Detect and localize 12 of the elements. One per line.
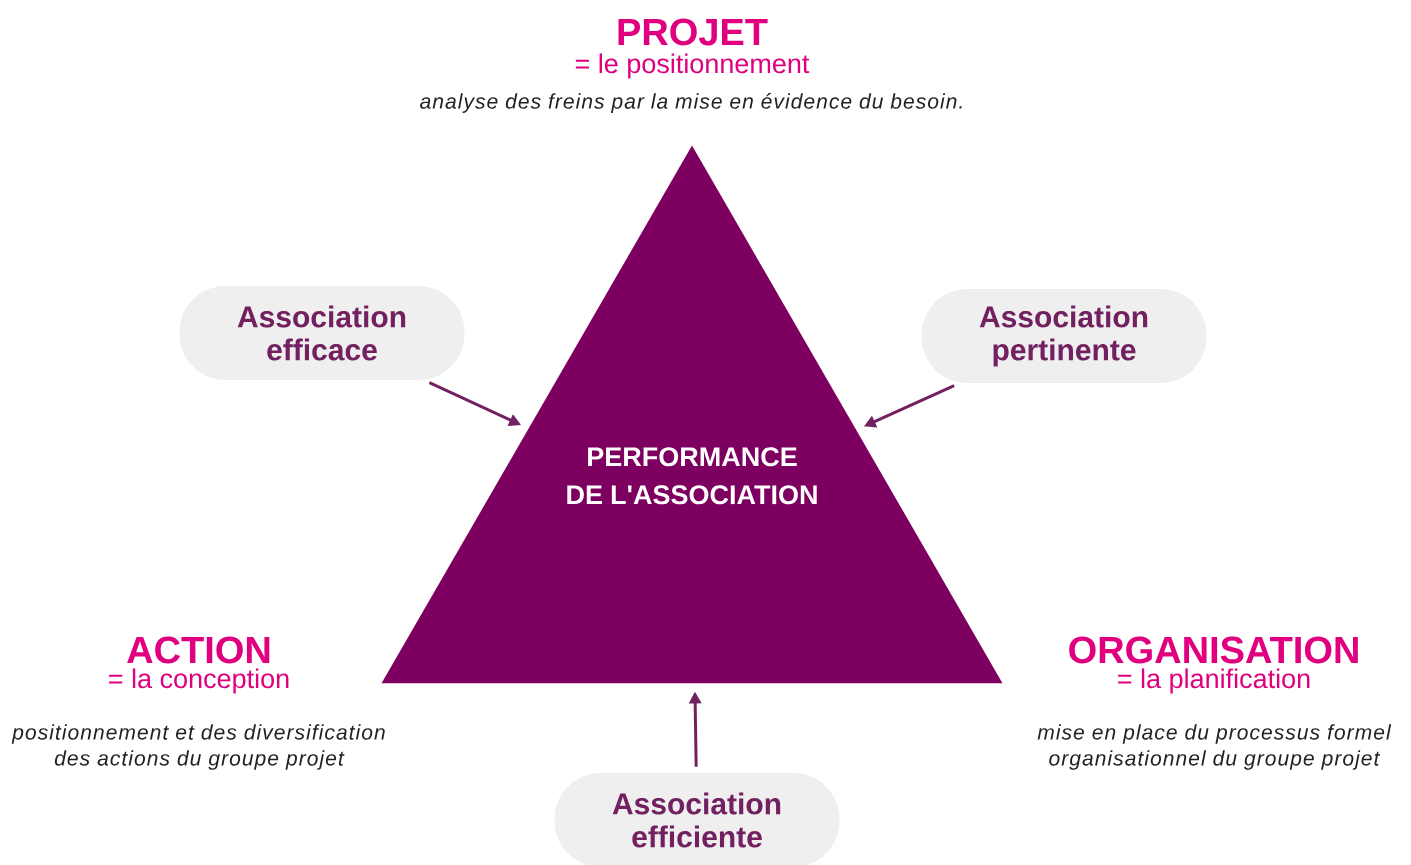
heading: ACTION [127, 636, 270, 664]
description: positionnement et des diversification des actions du groupe projet [11, 724, 385, 770]
description: mise en place du processus formel organisationnel du groupe projet [1037, 724, 1392, 770]
rounded-box: Association efficace [179, 286, 465, 380]
heading: ORGANISATION [1069, 636, 1358, 664]
subheading: = la conception [109, 668, 289, 694]
rounded-box: Association pertinente [921, 289, 1207, 383]
heading: PROJET [618, 18, 768, 46]
subheading: = la planification [1118, 668, 1310, 694]
subheading: = le positionnement [575, 53, 810, 79]
rounded-box: Association efficiente [554, 773, 840, 865]
description: analyse des freins par la mise en évidence du besoin. [420, 93, 962, 113]
